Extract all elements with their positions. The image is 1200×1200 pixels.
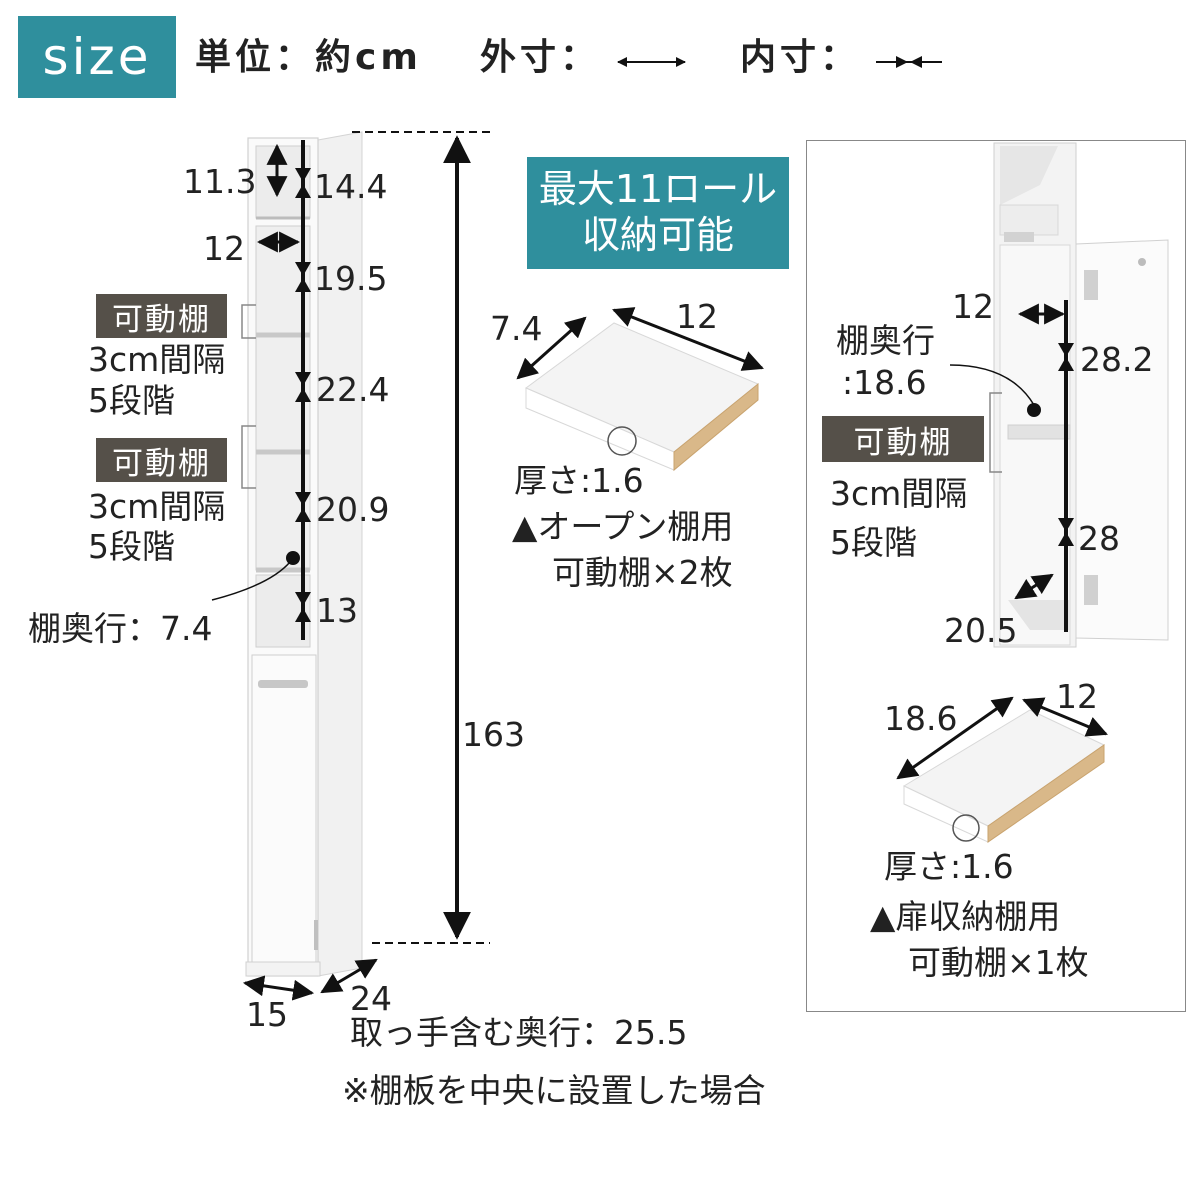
- dim-163: 163: [462, 715, 525, 754]
- cabinet-illustration: [245, 131, 363, 977]
- size-badge: size: [18, 16, 176, 98]
- open-board-thickness: 厚さ:1.6: [514, 461, 644, 500]
- storage-line-2: 収納可能: [581, 213, 734, 257]
- open-board-count: 可動棚×2枚: [552, 553, 733, 592]
- placement-note: ※棚板を中央に設置した場合: [342, 1071, 766, 1110]
- dim-12-right: 12: [952, 287, 994, 326]
- dim-12-left: 12: [203, 229, 245, 268]
- door-board-count: 可動棚×1枚: [908, 943, 1089, 982]
- storage-capacity-badge: 最大11ロール 収納可能: [527, 157, 789, 269]
- right-movable-shelf-tag: 可動棚: [822, 416, 984, 462]
- open-board-depth: 7.4: [490, 309, 543, 348]
- open-board-width: 12: [676, 297, 718, 336]
- shelf-interval-1: 3cm間隔: [88, 340, 226, 379]
- dim-13: 13: [316, 591, 358, 630]
- dim-24: 24: [350, 979, 392, 1018]
- shelf-interval-2: 3cm間隔: [88, 487, 226, 526]
- dim-15: 15: [246, 995, 288, 1034]
- dim-20-5: 20.5: [944, 611, 1018, 650]
- door-board-thickness: 厚さ:1.6: [884, 847, 1014, 886]
- door-board-usage: ▲扉収納棚用: [870, 897, 1061, 936]
- open-shelf-board: [525, 322, 759, 472]
- storage-line-1: 最大11ロール: [538, 167, 778, 212]
- right-shelf-steps: 5段階: [830, 523, 917, 562]
- shelf-steps-2: 5段階: [88, 527, 175, 566]
- right-shelf-interval: 3cm間隔: [830, 474, 968, 513]
- dim-14-4: 14.4: [314, 167, 388, 206]
- right-depth-value: :18.6: [842, 363, 927, 402]
- dim-20-9: 20.9: [316, 490, 390, 529]
- movable-shelf-tag-2: 可動棚: [96, 438, 227, 482]
- shelf-steps-1: 5段階: [88, 381, 175, 420]
- door-board-width: 12: [1056, 677, 1098, 716]
- movable-shelf-tag-1: 可動棚: [96, 294, 227, 338]
- right-depth-label: 棚奥行: [836, 321, 935, 360]
- dim-28: 28: [1078, 519, 1120, 558]
- unit-label: 単位：約cm: [195, 37, 422, 78]
- dim-22-4: 22.4: [316, 370, 390, 409]
- open-board-usage: ▲オープン棚用: [512, 507, 734, 546]
- door-cabinet-illustration: [993, 142, 1169, 648]
- door-shelf-inset: [806, 140, 1186, 1012]
- dim-28-2: 28.2: [1080, 340, 1154, 379]
- dim-19-5: 19.5: [314, 259, 388, 298]
- dim-11-3: 11.3: [183, 162, 257, 201]
- door-board-depth: 18.6: [884, 699, 958, 738]
- handle-depth-label: 取っ手含む奥行：25.5: [350, 1013, 688, 1052]
- shelf-depth-label: 棚奥行：7.4: [28, 609, 213, 648]
- outer-dimension-label: 外寸：: [480, 37, 601, 78]
- inner-dimension-label: 内寸：: [740, 37, 861, 78]
